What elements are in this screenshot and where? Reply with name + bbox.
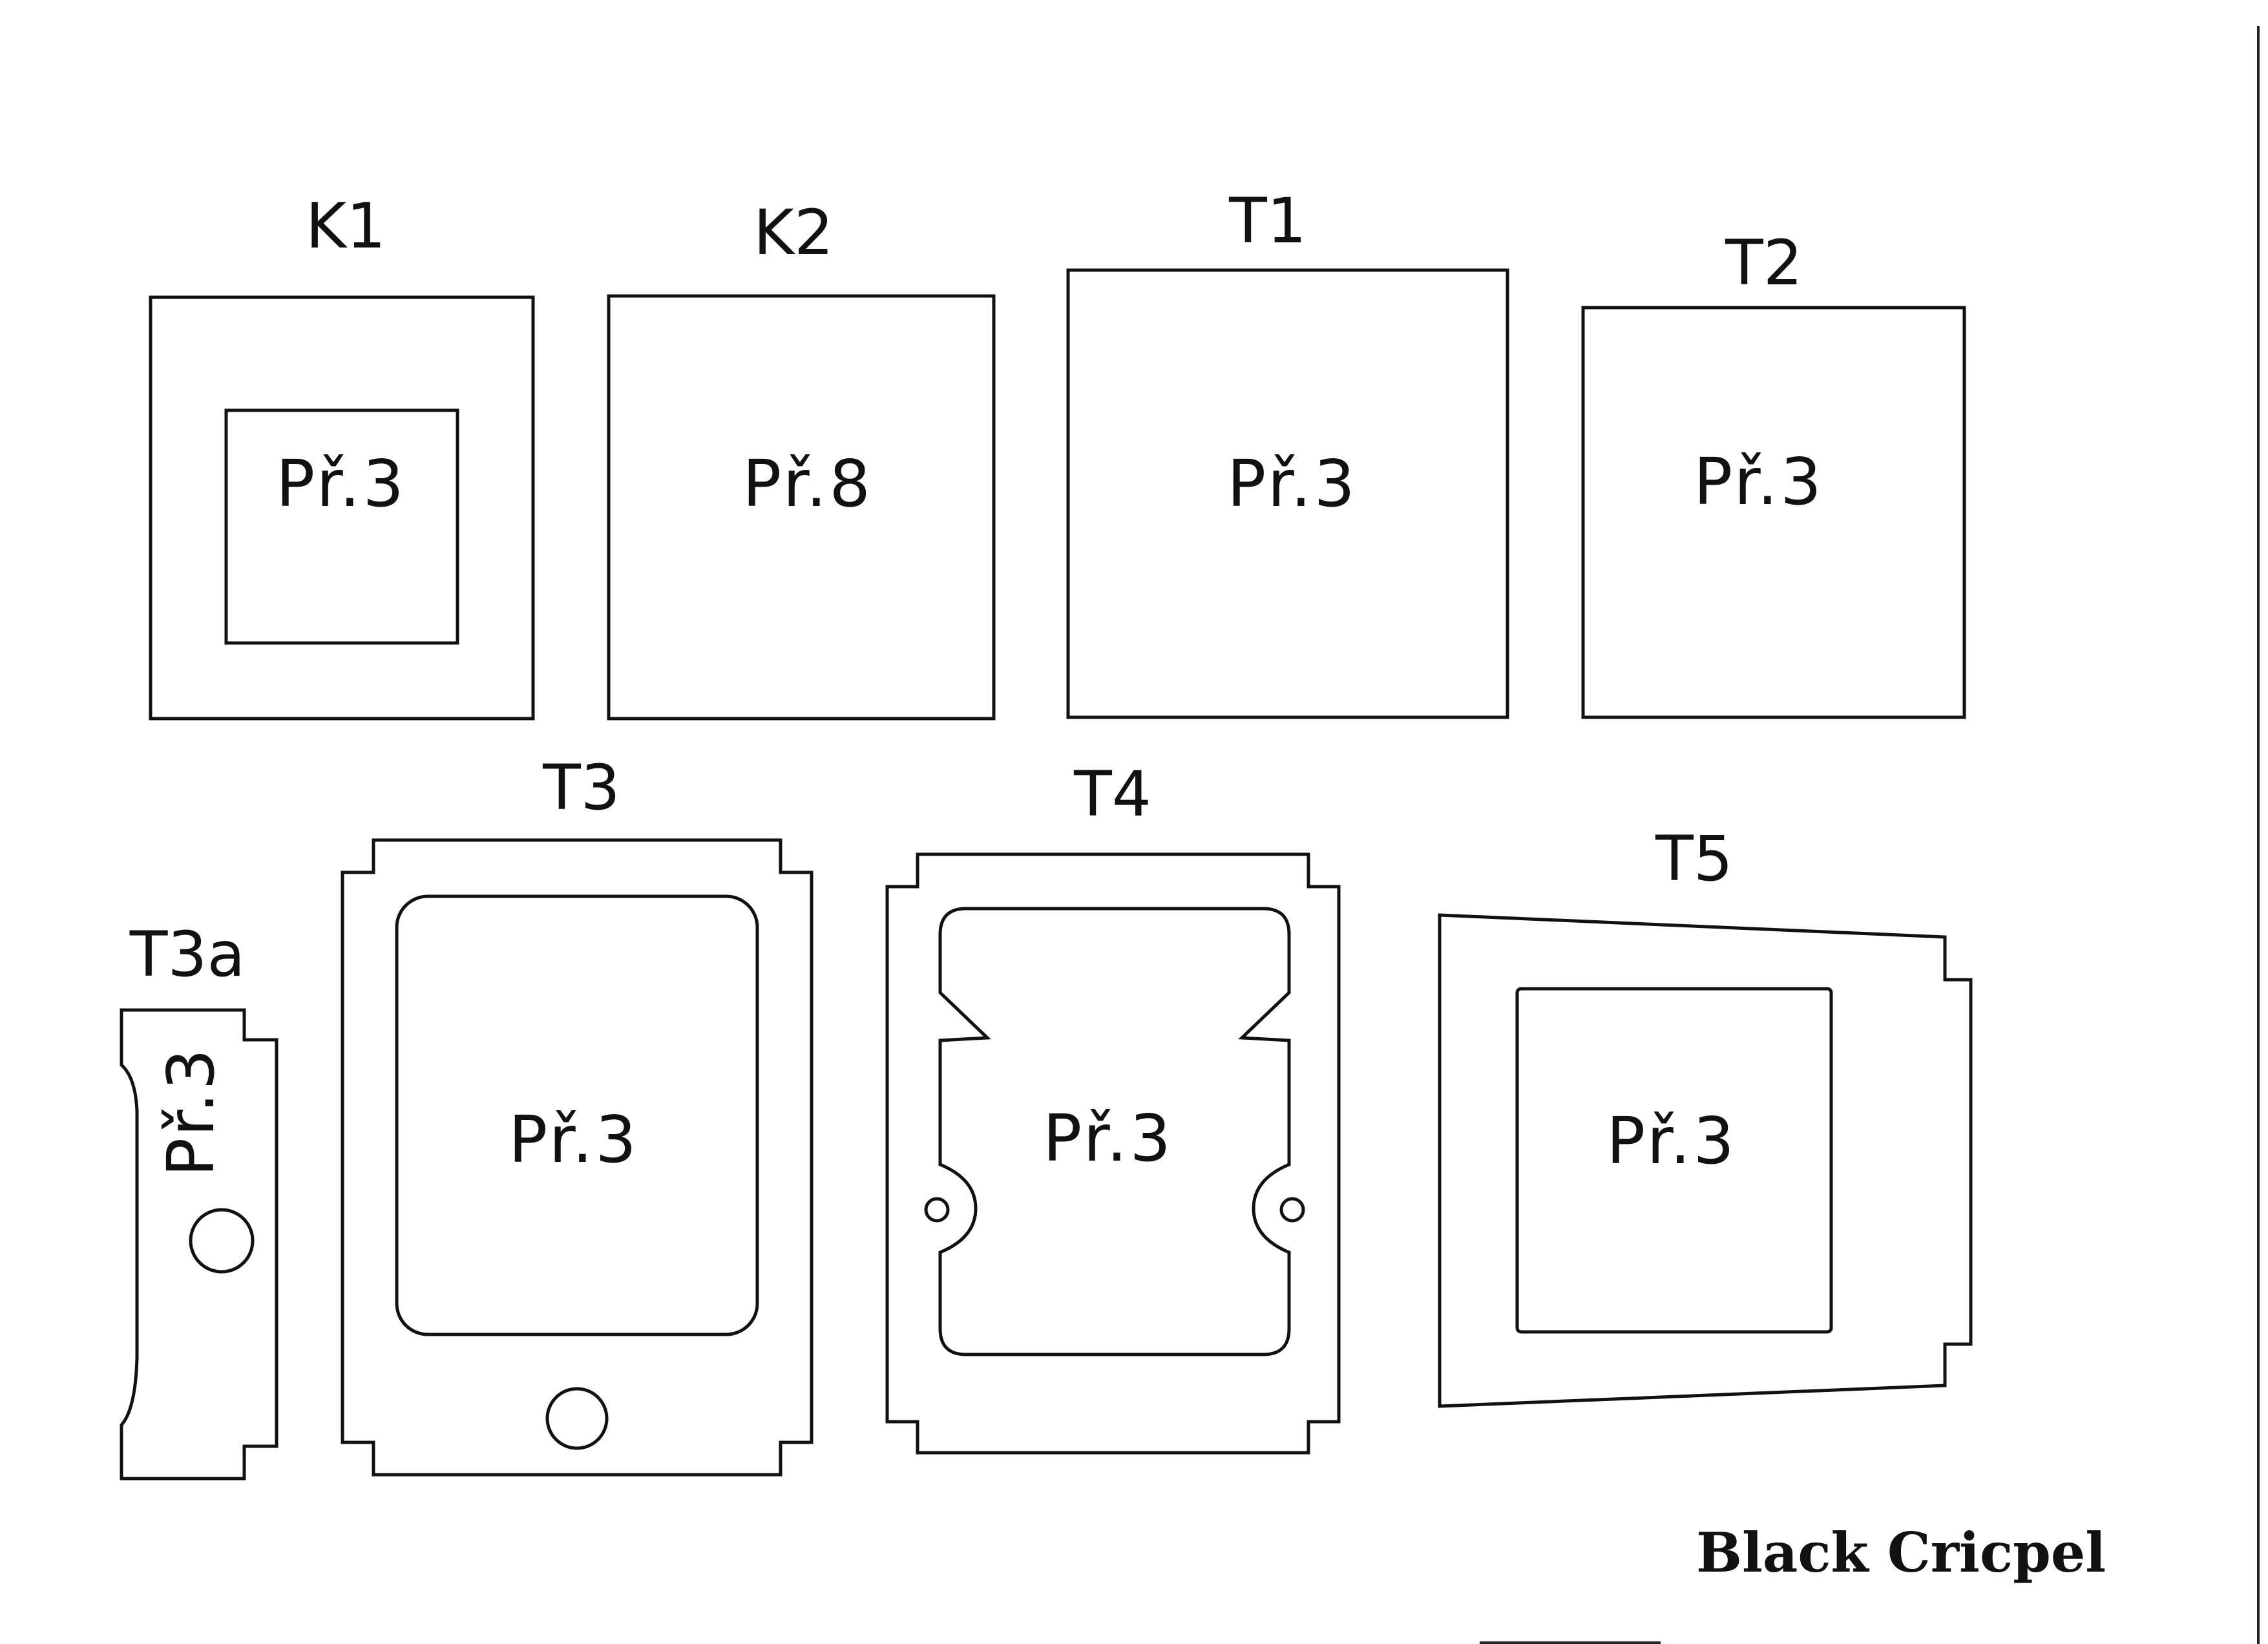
piece-t4-hole-left xyxy=(924,1197,950,1223)
piece-t3-window-outline xyxy=(395,894,759,1336)
piece-t3a-outline xyxy=(120,1008,278,1481)
piece-t1: T1 Př.3 xyxy=(1066,185,1509,719)
piece-t3-outer-outline xyxy=(341,838,814,1477)
piece-t3a-hole xyxy=(189,1208,255,1274)
piece-k1-label: K1 xyxy=(306,190,386,262)
piece-t3a-label: T3a xyxy=(129,918,246,991)
piece-t4: T4 Př.3 xyxy=(885,758,1341,1455)
brand-text: Black Cricpel xyxy=(1696,1521,2106,1585)
piece-k1-text: Př.3 xyxy=(276,446,406,522)
piece-k1: K1 Př.3 xyxy=(149,190,535,721)
piece-t4-label: T4 xyxy=(1073,758,1151,830)
piece-t1-outline xyxy=(1066,268,1509,719)
piece-t1-label: T1 xyxy=(1228,185,1307,257)
piece-k2: K2 Př.8 xyxy=(607,196,996,721)
piece-k1-outer-outline xyxy=(149,295,535,721)
piece-t5-label: T5 xyxy=(1655,823,1733,895)
piece-t4-hole-right xyxy=(1279,1197,1305,1223)
piece-t3a-text: Př.3 xyxy=(153,1046,229,1177)
piece-t2: T2 Př.3 xyxy=(1581,227,1966,719)
piece-t2-text: Př.3 xyxy=(1694,444,1824,520)
piece-t3-text: Př.3 xyxy=(509,1102,639,1177)
piece-k2-label: K2 xyxy=(753,196,834,269)
piece-t5: T5 Př.3 xyxy=(1438,823,1973,1408)
piece-t5-text: Př.3 xyxy=(1606,1103,1737,1179)
piece-t4-window-outline xyxy=(938,907,1291,1356)
piece-t3: T3 Př.3 xyxy=(341,752,814,1477)
piece-t2-outline xyxy=(1581,306,1966,719)
piece-t4-outer-outline xyxy=(885,852,1341,1455)
piece-t4-text: Př.3 xyxy=(1043,1101,1173,1176)
piece-t3a: T3a Př.3 xyxy=(120,918,278,1481)
piece-t5-outer-outline xyxy=(1438,913,1973,1408)
piece-t2-label: T2 xyxy=(1725,227,1803,299)
piece-k2-text: Př.8 xyxy=(742,446,873,522)
piece-t3-label: T3 xyxy=(542,752,620,824)
piece-t1-text: Př.3 xyxy=(1227,446,1358,522)
piece-k1-inner-outline xyxy=(224,408,459,645)
piece-t5-window-outline xyxy=(1515,987,1833,1334)
piece-t3-hole xyxy=(545,1387,609,1450)
piece-k2-outline xyxy=(607,294,996,721)
